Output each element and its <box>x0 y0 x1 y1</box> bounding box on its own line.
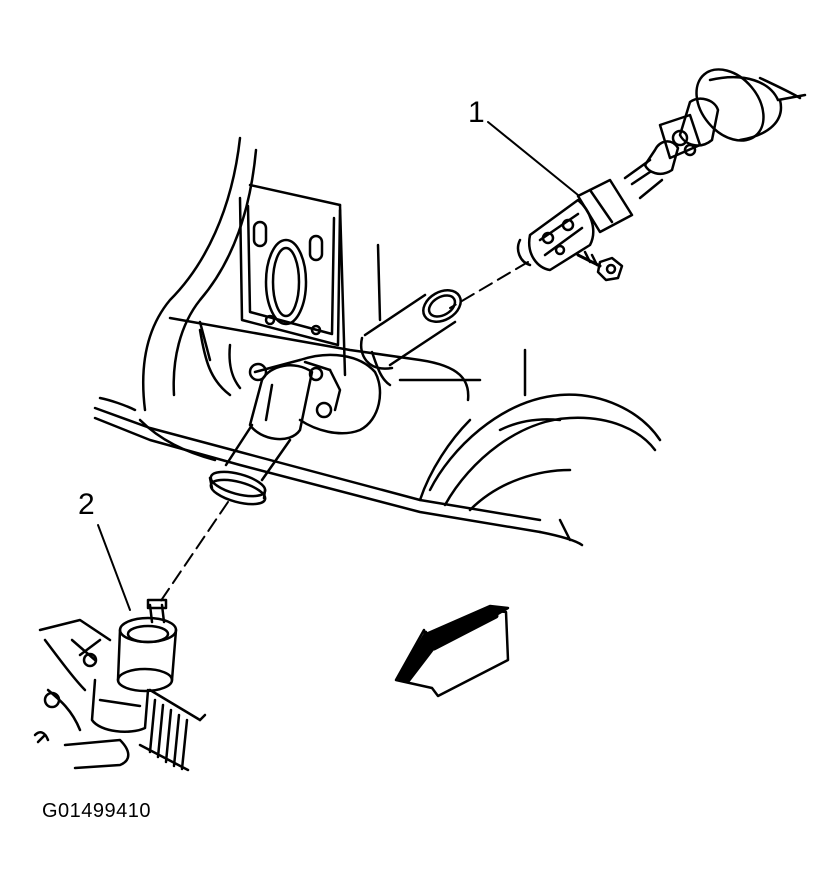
callout-2-leader <box>97 524 131 611</box>
upper-steering-shaft <box>516 68 807 272</box>
upper-alignment-line <box>449 261 529 309</box>
firewall-body <box>93 136 662 547</box>
callout-label-1: 1 <box>468 96 485 129</box>
dash-seal-boot <box>248 289 462 435</box>
callout-label-2: 2 <box>78 488 95 521</box>
direction-arrow-icon <box>394 604 510 698</box>
steering-gear <box>33 598 207 772</box>
alignment-guide-lines <box>157 261 529 606</box>
lower-alignment-line <box>157 501 229 606</box>
callout-leaders <box>97 121 579 611</box>
bolt-icon <box>576 250 624 282</box>
callout-1-leader <box>487 121 579 196</box>
lower-intermediate-shaft <box>208 364 314 506</box>
figure-id-label: G01499410 <box>42 800 152 822</box>
firewall-plate-openings <box>198 220 324 390</box>
